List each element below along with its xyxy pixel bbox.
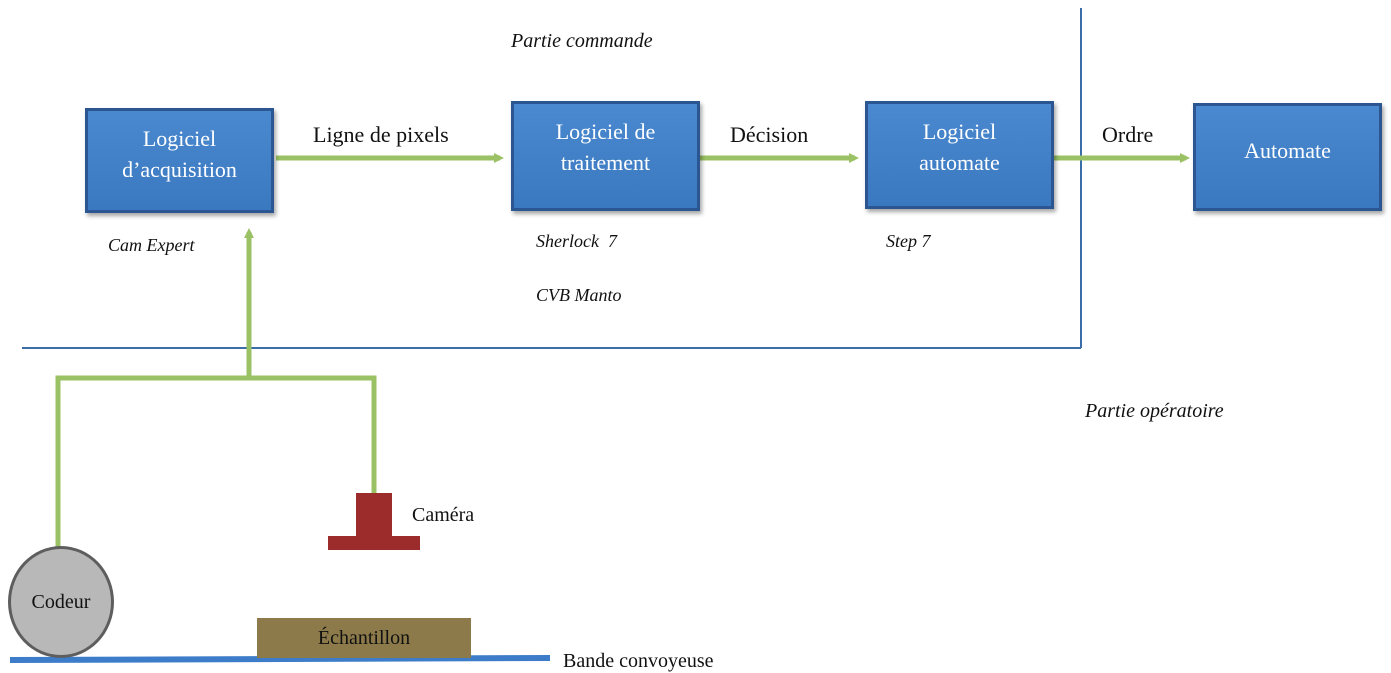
wire-codeur	[55, 375, 249, 548]
echantillon-label: Échantillon	[317, 626, 411, 649]
partie-commande-label: Partie commande	[511, 30, 653, 52]
box-logiciel-automate-text: Logiciel automate	[919, 119, 1000, 175]
camera-body	[356, 493, 392, 537]
flow-label-ordre: Ordre	[1102, 122, 1154, 147]
box-logiciel-traitement: Logiciel de traitement	[511, 101, 700, 211]
camera-base	[328, 536, 420, 550]
box-traitement-text: Logiciel de traitement	[555, 119, 656, 175]
conveyor-belt	[9, 655, 551, 663]
codeur-wheel: Codeur	[8, 546, 114, 658]
echantillon-block: Échantillon	[257, 618, 471, 658]
wire-camera	[249, 375, 377, 495]
box-automate-text: Automate	[1244, 138, 1331, 163]
box-logiciel-automate: Logiciel automate	[865, 101, 1054, 209]
software-cam-expert: Cam Expert	[108, 235, 195, 255]
codeur-label: Codeur	[31, 590, 91, 613]
box-automate: Automate	[1193, 103, 1382, 211]
partie-operatoire-label: Partie opératoire	[1085, 400, 1224, 422]
conveyor-label: Bande convoyeuse	[563, 650, 714, 672]
software-step7: Step 7	[886, 231, 931, 251]
flow-label-pixels: Ligne de pixels	[313, 122, 449, 147]
software-cvb-manto: CVB Manto	[536, 285, 622, 305]
software-sherlock: Sherlock 7	[536, 231, 617, 251]
box-acquisition-text: Logiciel d’acquisition	[122, 126, 237, 182]
camera-label: Caméra	[412, 504, 475, 526]
flow-label-decision: Décision	[730, 122, 809, 147]
box-logiciel-acquisition: Logiciel d’acquisition	[85, 108, 274, 213]
